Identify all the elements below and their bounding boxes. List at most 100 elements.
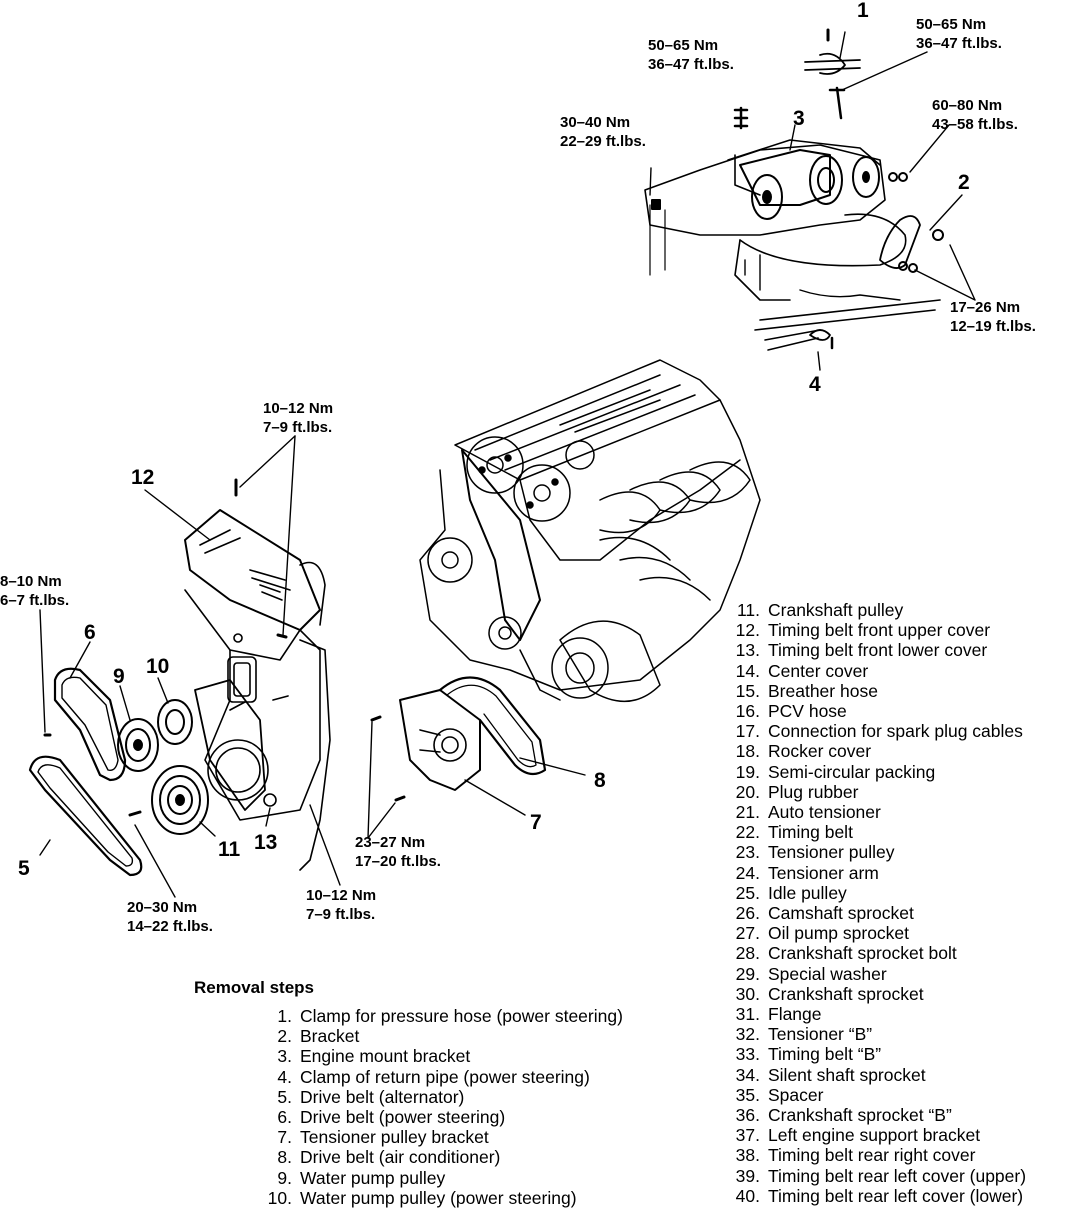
list-item: 16.PCV hose	[735, 701, 847, 722]
step-label: Timing belt rear left cover (upper)	[768, 1165, 1027, 1186]
list-item: 32.Tensioner “B”	[735, 1024, 873, 1045]
list-item: 1.Clamp for pressure hose (power steerin…	[277, 1006, 623, 1026]
leader-lines	[39, 435, 586, 898]
step-label: Bracket	[300, 1026, 360, 1047]
torque-nm: 10–12 Nm	[306, 887, 377, 904]
list-item: 34.Silent shaft sprocket	[735, 1064, 926, 1085]
torque-ftlbs: 7–9 ft.lbs.	[263, 419, 333, 436]
torque-nm: 30–40 Nm	[560, 114, 631, 131]
callout-4: 4	[809, 373, 821, 396]
step-label: Drive belt (air conditioner)	[300, 1147, 501, 1168]
step-label: Left engine support bracket	[768, 1125, 981, 1146]
torque-nm: 50–65 Nm	[916, 16, 987, 33]
step-label: Crankshaft sprocket “B”	[768, 1105, 952, 1126]
list-item: 15.Breather hose	[735, 680, 878, 701]
torque-ftlbs: 14–22 ft.lbs.	[127, 918, 213, 935]
step-label: Center cover	[768, 660, 869, 681]
list-item: 29.Special washer	[735, 963, 887, 984]
removal-steps-title: Removal steps	[194, 978, 314, 997]
torque-ftlbs: 17–20 ft.lbs.	[355, 853, 441, 870]
step-label: Breather hose	[768, 680, 878, 701]
step-label: Crankshaft pulley	[768, 600, 904, 620]
list-item: 24.Tensioner arm	[735, 862, 879, 883]
callout-7: 7	[530, 811, 542, 834]
list-item: 11.Crankshaft pulley	[736, 600, 904, 620]
belts-and-pulleys	[28, 667, 209, 877]
torque-ftlbs: 22–29 ft.lbs.	[560, 133, 646, 150]
list-item: 3.Engine mount bracket	[277, 1046, 471, 1067]
torque-spec-bracket-nut: 17–26 Nm 12–19 ft.lbs.	[950, 298, 1036, 336]
torque-nm: 20–30 Nm	[127, 899, 198, 916]
callout-11: 11	[218, 838, 241, 861]
step-label: Timing belt	[768, 822, 853, 843]
step-label: Drive belt (alternator)	[300, 1086, 465, 1107]
torque-ftlbs: 12–19 ft.lbs.	[950, 318, 1036, 335]
callout-6: 6	[84, 621, 96, 644]
list-item: 33.Timing belt “B”	[735, 1044, 882, 1065]
step-label: Silent shaft sprocket	[768, 1064, 926, 1085]
torque-spec-pulley-bolt: 8–10 Nm 6–7 ft.lbs.	[0, 572, 69, 610]
step-label: Drive belt (power steering)	[300, 1107, 506, 1128]
list-item: 17.Connection for spark plug cables	[735, 721, 1023, 742]
torque-spec-mount-bracket-bolt: 30–40 Nm 22–29 ft.lbs.	[560, 113, 646, 151]
torque-spec-crank-pulley-bolt: 20–30 Nm 14–22 ft.lbs.	[127, 898, 213, 936]
list-item: 40.Timing belt rear left cover (lower)	[735, 1185, 1024, 1206]
torque-ftlbs: 6–7 ft.lbs.	[0, 592, 70, 609]
torque-nm: 23–27 Nm	[355, 834, 426, 851]
list-item: 13.Timing belt front lower cover	[735, 640, 988, 661]
step-label: Auto tensioner	[768, 802, 881, 823]
step-label: Rocker cover	[768, 741, 872, 762]
step-label: Spacer	[768, 1084, 824, 1105]
list-item: 23.Tensioner pulley	[735, 842, 895, 863]
step-label: Crankshaft sprocket	[768, 983, 924, 1004]
step-label: Engine mount bracket	[300, 1046, 471, 1067]
step-label: Oil pump sprocket	[768, 923, 910, 944]
list-item: 4.Clamp of return pipe (power steering)	[277, 1066, 590, 1087]
callout-10: 10	[146, 655, 170, 678]
step-label: Timing belt “B”	[768, 1044, 882, 1065]
engine-mount-assembly	[644, 28, 976, 371]
list-item: 19.Semi-circular packing	[735, 761, 936, 782]
step-label: Tensioner arm	[768, 862, 879, 883]
torque-spec-mount-nut: 50–65 Nm 36–47 ft.lbs.	[648, 36, 734, 74]
list-item: 2.Bracket	[277, 1026, 360, 1047]
step-label: Tensioner pulley	[768, 842, 895, 863]
list-item: 35.Spacer	[735, 1084, 824, 1105]
torque-nm: 60–80 Nm	[932, 97, 1003, 114]
step-label: Tensioner “B”	[768, 1024, 873, 1045]
torque-ftlbs: 36–47 ft.lbs.	[648, 56, 734, 73]
callout-8: 8	[594, 769, 606, 792]
step-label: PCV hose	[768, 701, 847, 722]
list-item: 25.Idle pulley	[735, 882, 847, 903]
list-item: 31.Flange	[735, 1004, 822, 1025]
callout-2: 2	[958, 171, 970, 194]
step-label: Plug rubber	[768, 781, 859, 802]
list-item: 39.Timing belt rear left cover (upper)	[735, 1165, 1027, 1186]
callout-3: 3	[793, 107, 805, 130]
list-item: 27.Oil pump sprocket	[735, 923, 910, 944]
list-item: 38.Timing belt rear right cover	[735, 1145, 976, 1166]
list-item: 14.Center cover	[735, 660, 869, 681]
list-item: 28.Crankshaft sprocket bolt	[735, 943, 957, 964]
list-item: 26.Camshaft sprocket	[735, 903, 914, 924]
step-label: Idle pulley	[768, 882, 847, 903]
torque-nm: 10–12 Nm	[263, 400, 334, 417]
torque-spec-clamp-bolt: 50–65 Nm 36–47 ft.lbs.	[916, 15, 1002, 53]
step-label: Timing belt front lower cover	[768, 640, 988, 661]
list-item: 9.Water pump pulley	[277, 1167, 446, 1188]
callout-9: 9	[113, 665, 125, 688]
step-label: Timing belt front upper cover	[768, 620, 991, 641]
list-item: 36.Crankshaft sprocket “B”	[735, 1105, 952, 1126]
list-item: 30.Crankshaft sprocket	[735, 983, 924, 1004]
engine-block	[419, 359, 761, 702]
step-label: Special washer	[768, 963, 887, 984]
list-item: 18.Rocker cover	[735, 741, 872, 762]
callout-1: 1	[857, 0, 869, 22]
step-label: Tensioner pulley bracket	[300, 1127, 489, 1148]
torque-ftlbs: 7–9 ft.lbs.	[306, 906, 376, 923]
list-item: 12.Timing belt front upper cover	[735, 620, 991, 641]
callout-12: 12	[131, 466, 155, 489]
list-item: 20.Plug rubber	[735, 781, 859, 802]
step-label: Water pump pulley (power steering)	[300, 1187, 577, 1208]
